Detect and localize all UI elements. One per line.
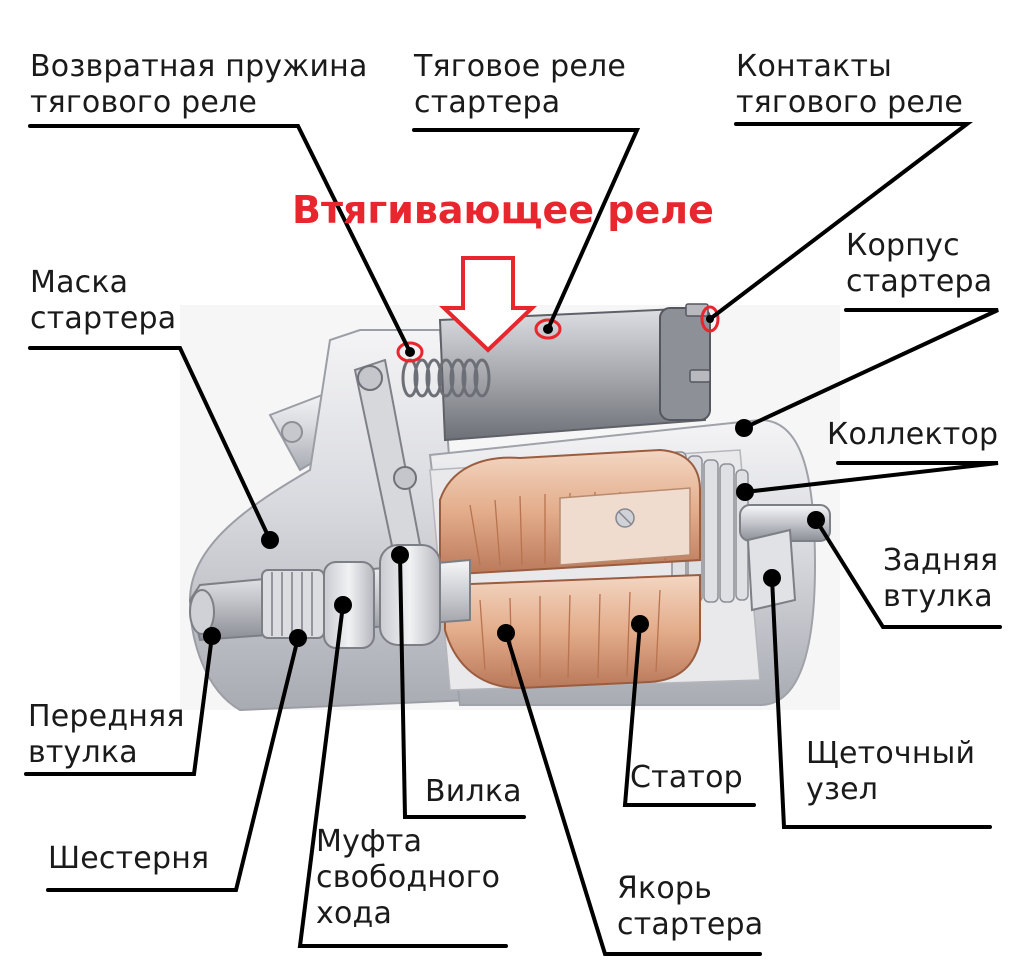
dot-fork <box>391 546 409 564</box>
fork-pivot <box>357 365 383 391</box>
leader-commutator <box>743 461 999 494</box>
label-freewheel-clutch-line1: Муфта <box>316 824 423 859</box>
leader-return-spring <box>28 124 412 354</box>
leader-freewheel-clutch <box>297 603 508 948</box>
fork-bolt <box>393 466 417 490</box>
leader-starter-mask <box>28 346 272 542</box>
flange-hole <box>281 421 303 443</box>
red-markers <box>396 305 720 363</box>
label-rear-bushing-line2: втулка <box>883 579 993 614</box>
dot-starter-housing <box>735 419 753 437</box>
front-bushing-tip <box>189 589 215 635</box>
label-starter-housing: Корпус стартера <box>846 228 992 300</box>
dot-front-bushing <box>203 627 221 645</box>
leader-relay-contacts <box>708 122 973 321</box>
leader-dots <box>203 315 825 647</box>
label-freewheel-clutch-line3: хода <box>316 896 393 931</box>
dot-return-spring <box>405 347 415 357</box>
label-traction-relay: Тяговое реле стартера <box>414 49 626 121</box>
dot-armature <box>497 624 515 642</box>
armature-winding-bottom <box>444 573 701 690</box>
label-commutator-line1: Коллектор <box>827 417 999 452</box>
dot-freewheel-clutch <box>334 596 352 614</box>
solenoid-body <box>438 306 707 442</box>
label-return-spring-line2: тягового реле <box>30 85 258 120</box>
label-relay-contacts: Контакты тягового реле <box>736 49 963 121</box>
diagram-title: Втягивающее реле <box>292 188 714 232</box>
return-spring <box>401 358 491 398</box>
label-fork-line1: Вилка <box>425 774 522 809</box>
label-relay-contacts-line1: Контакты <box>736 49 893 84</box>
label-freewheel-clutch-line2: свободного <box>316 860 501 895</box>
leader-gear <box>46 636 300 892</box>
label-armature-line2: стартера <box>617 907 764 942</box>
label-brush-unit-line2: узел <box>806 772 879 807</box>
label-stator: Статор <box>630 760 743 796</box>
leader-stator <box>622 622 756 807</box>
label-front-bushing-line1: Передняя <box>28 699 185 734</box>
label-armature: Якорь стартера <box>617 871 763 943</box>
label-starter-mask: Маска стартера <box>30 265 176 337</box>
leader-rear-bushing <box>814 518 1002 629</box>
marker-return-spring <box>396 341 424 363</box>
label-brush-unit: Щеточный узел <box>806 736 975 808</box>
dot-traction-relay <box>543 324 553 334</box>
label-return-spring: Возвратная пружина тягового реле <box>30 49 368 121</box>
leader-fork <box>398 553 526 819</box>
dot-brush-unit <box>763 569 781 587</box>
label-fork: Вилка <box>425 774 522 810</box>
label-brush-unit-line1: Щеточный <box>806 736 976 771</box>
label-starter-mask-line2: стартера <box>30 301 177 336</box>
label-starter-housing-line1: Корпус <box>846 228 960 263</box>
clutch-collar <box>379 544 441 646</box>
label-return-spring-line1: Возвратная пружина <box>30 49 368 84</box>
label-starter-housing-line2: стартера <box>846 264 993 299</box>
label-rear-bushing: Задняя втулка <box>883 543 998 615</box>
label-gear-line1: Шестерня <box>48 841 210 876</box>
label-traction-relay-line2: стартера <box>414 85 561 120</box>
leader-traction-relay <box>412 128 641 331</box>
dot-relay-contacts <box>706 315 714 323</box>
label-rear-bushing-line1: Задняя <box>883 543 999 578</box>
dot-starter-mask <box>261 531 279 549</box>
solenoid-cap <box>659 307 711 421</box>
leader-armature <box>504 631 762 956</box>
leader-front-bushing <box>24 634 214 776</box>
marker-relay-contacts <box>700 305 720 333</box>
pinion-teeth <box>271 572 313 636</box>
leader-brush-unit <box>770 576 992 829</box>
label-front-bushing-line2: втулка <box>28 735 138 770</box>
leader-lines <box>24 122 1002 956</box>
dot-gear <box>289 629 307 647</box>
marker-traction-relay <box>534 318 562 340</box>
dot-rear-bushing <box>807 511 825 529</box>
label-front-bushing: Передняя втулка <box>28 699 185 771</box>
label-gear: Шестерня <box>48 841 209 877</box>
label-commutator: Коллектор <box>827 417 998 453</box>
label-relay-contacts-line2: тягового реле <box>736 85 964 120</box>
dot-stator <box>631 615 649 633</box>
label-freewheel-clutch: Муфта свободного хода <box>316 824 500 932</box>
label-starter-mask-line1: Маска <box>30 265 129 300</box>
solenoid-arrow <box>439 256 537 353</box>
label-traction-relay-line1: Тяговое реле <box>414 49 627 84</box>
dot-commutator <box>736 483 754 501</box>
label-stator-line1: Статор <box>630 760 743 795</box>
leader-starter-housing <box>742 308 999 430</box>
label-armature-line1: Якорь <box>617 871 713 906</box>
